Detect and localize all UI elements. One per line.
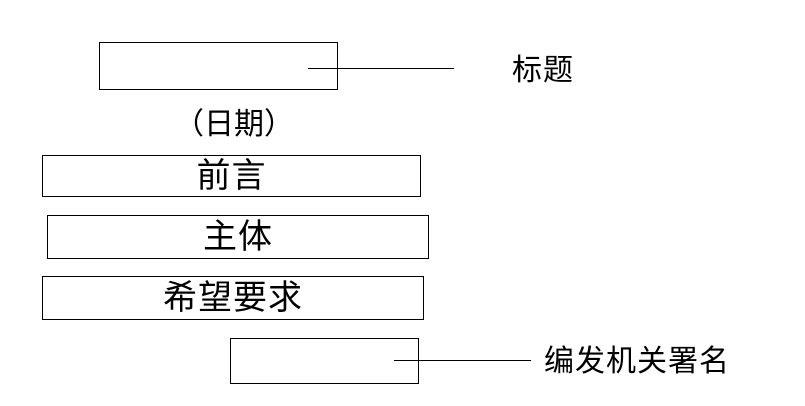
- request-box-label: 希望要求: [163, 278, 303, 318]
- body-box-label: 主体: [203, 217, 273, 257]
- body-box[interactable]: 主体: [47, 215, 429, 259]
- title-leader-line: [308, 68, 454, 69]
- title-box[interactable]: [99, 42, 338, 90]
- signature-box[interactable]: [230, 338, 419, 384]
- preface-box-label: 前言: [196, 156, 267, 196]
- request-box[interactable]: 希望要求: [42, 276, 424, 320]
- preface-box[interactable]: 前言: [42, 155, 421, 197]
- title-callout-label: 标题: [512, 53, 574, 88]
- signature-callout-label: 编发机关署名: [544, 344, 730, 379]
- signature-leader-line: [394, 360, 531, 361]
- date-text: （日期）: [174, 107, 294, 142]
